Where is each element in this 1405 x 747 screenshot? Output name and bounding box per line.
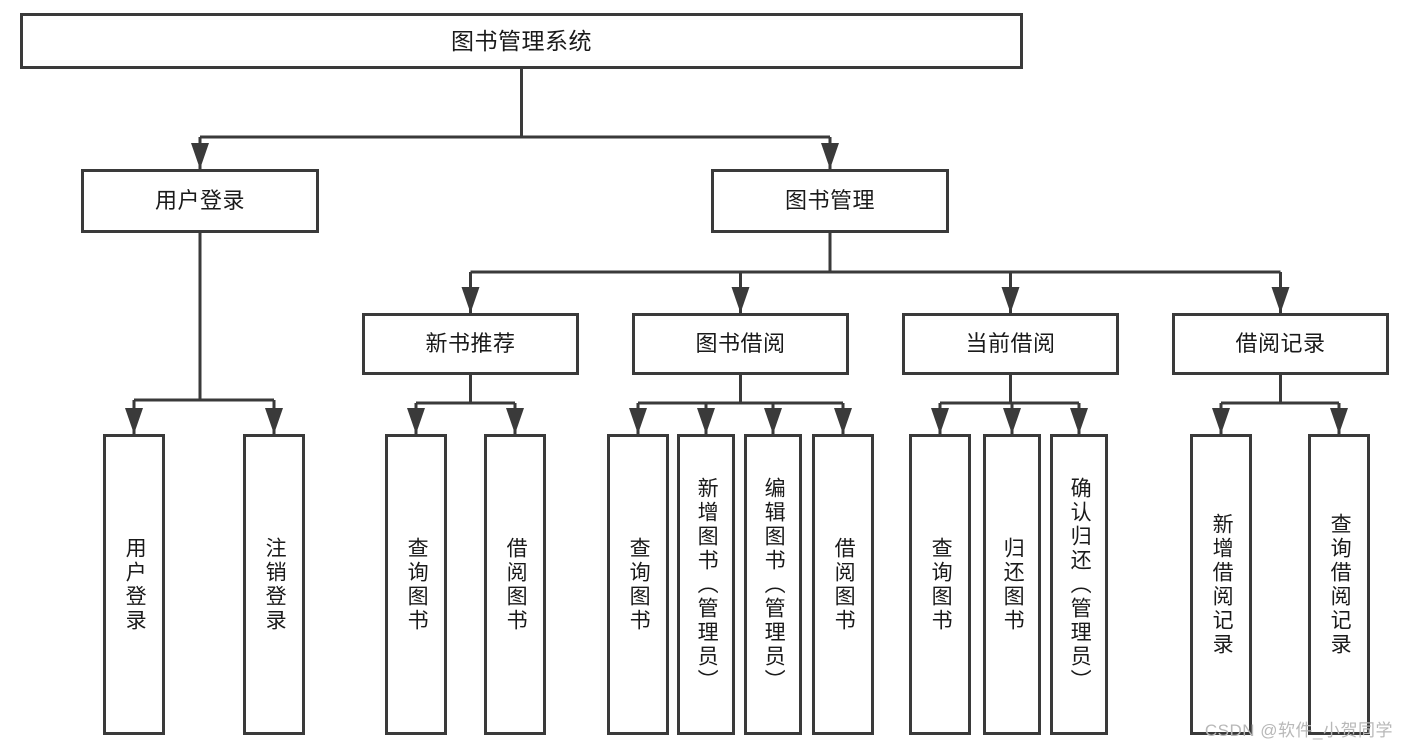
node-root[interactable]: 图书管理系统 bbox=[20, 13, 1023, 69]
node-label: 图书借阅 bbox=[695, 331, 786, 357]
arrow-head-icon bbox=[697, 408, 715, 434]
node-leaf-add-record[interactable]: 新增借阅记录 bbox=[1190, 434, 1252, 735]
node-current-borrow[interactable]: 当前借阅 bbox=[902, 313, 1119, 375]
arrow-head-icon bbox=[461, 287, 480, 313]
arrow-head-icon bbox=[407, 408, 425, 434]
node-label: 查询借阅记录 bbox=[1328, 512, 1352, 657]
node-leaf-borrow-book-1[interactable]: 借阅图书 bbox=[484, 434, 546, 735]
node-book-manage[interactable]: 图书管理 bbox=[711, 169, 949, 233]
node-leaf-query-record[interactable]: 查询借阅记录 bbox=[1308, 434, 1370, 735]
node-label: 借阅图书 bbox=[504, 536, 528, 633]
node-label: 查询图书 bbox=[627, 536, 651, 633]
arrow-head-icon bbox=[1330, 408, 1348, 434]
node-leaf-add-book[interactable]: 新增图书（管理员） bbox=[677, 434, 735, 735]
node-borrow-record[interactable]: 借阅记录 bbox=[1172, 313, 1389, 375]
node-label: 注销登录 bbox=[263, 536, 287, 633]
node-label: 确认归还（管理员） bbox=[1068, 476, 1092, 693]
node-label: 新增图书（管理员） bbox=[695, 476, 719, 693]
node-leaf-query-book-2[interactable]: 查询图书 bbox=[607, 434, 669, 735]
node-label: 借阅图书 bbox=[832, 536, 856, 633]
node-label: 新增借阅记录 bbox=[1210, 512, 1234, 657]
arrow-head-icon bbox=[931, 408, 949, 434]
node-leaf-return-book[interactable]: 归还图书 bbox=[983, 434, 1041, 735]
node-label: 新书推荐 bbox=[425, 331, 516, 357]
arrow-head-icon bbox=[1070, 408, 1088, 434]
arrow-head-icon bbox=[629, 408, 647, 434]
arrow-head-icon bbox=[1003, 408, 1021, 434]
node-leaf-user-login[interactable]: 用户登录 bbox=[103, 434, 165, 735]
node-leaf-user-logout[interactable]: 注销登录 bbox=[243, 434, 305, 735]
arrow-head-icon bbox=[191, 143, 209, 169]
arrow-head-icon bbox=[1212, 408, 1230, 434]
node-label: 编辑图书（管理员） bbox=[762, 476, 786, 693]
node-user-login[interactable]: 用户登录 bbox=[81, 169, 319, 233]
watermark: CSDN @软件_小贺同学 bbox=[1204, 721, 1393, 740]
node-new-book-recommend[interactable]: 新书推荐 bbox=[362, 313, 579, 375]
node-leaf-confirm-return[interactable]: 确认归还（管理员） bbox=[1050, 434, 1108, 735]
arrow-head-icon bbox=[764, 408, 782, 434]
arrow-head-icon bbox=[125, 408, 143, 434]
node-label: 借阅记录 bbox=[1235, 331, 1326, 357]
node-leaf-query-book-3[interactable]: 查询图书 bbox=[909, 434, 971, 735]
arrow-head-icon bbox=[834, 408, 852, 434]
arrow-head-icon bbox=[1001, 287, 1020, 313]
arrow-head-icon bbox=[506, 408, 524, 434]
node-label: 图书管理系统 bbox=[451, 27, 592, 54]
node-label: 归还图书 bbox=[1001, 536, 1025, 633]
node-leaf-query-book-1[interactable]: 查询图书 bbox=[385, 434, 447, 735]
node-label: 当前借阅 bbox=[965, 331, 1056, 357]
arrow-head-icon bbox=[1271, 287, 1290, 313]
node-leaf-edit-book[interactable]: 编辑图书（管理员） bbox=[744, 434, 802, 735]
arrow-head-icon bbox=[821, 143, 839, 169]
node-label: 查询图书 bbox=[405, 536, 429, 633]
arrow-head-icon bbox=[265, 408, 283, 434]
node-label: 查询图书 bbox=[929, 536, 953, 633]
node-leaf-borrow-book-2[interactable]: 借阅图书 bbox=[812, 434, 874, 735]
node-label: 图书管理 bbox=[784, 188, 875, 214]
arrow-head-icon bbox=[731, 287, 750, 313]
node-book-borrow[interactable]: 图书借阅 bbox=[632, 313, 849, 375]
node-label: 用户登录 bbox=[123, 536, 147, 633]
node-label: 用户登录 bbox=[154, 188, 245, 214]
